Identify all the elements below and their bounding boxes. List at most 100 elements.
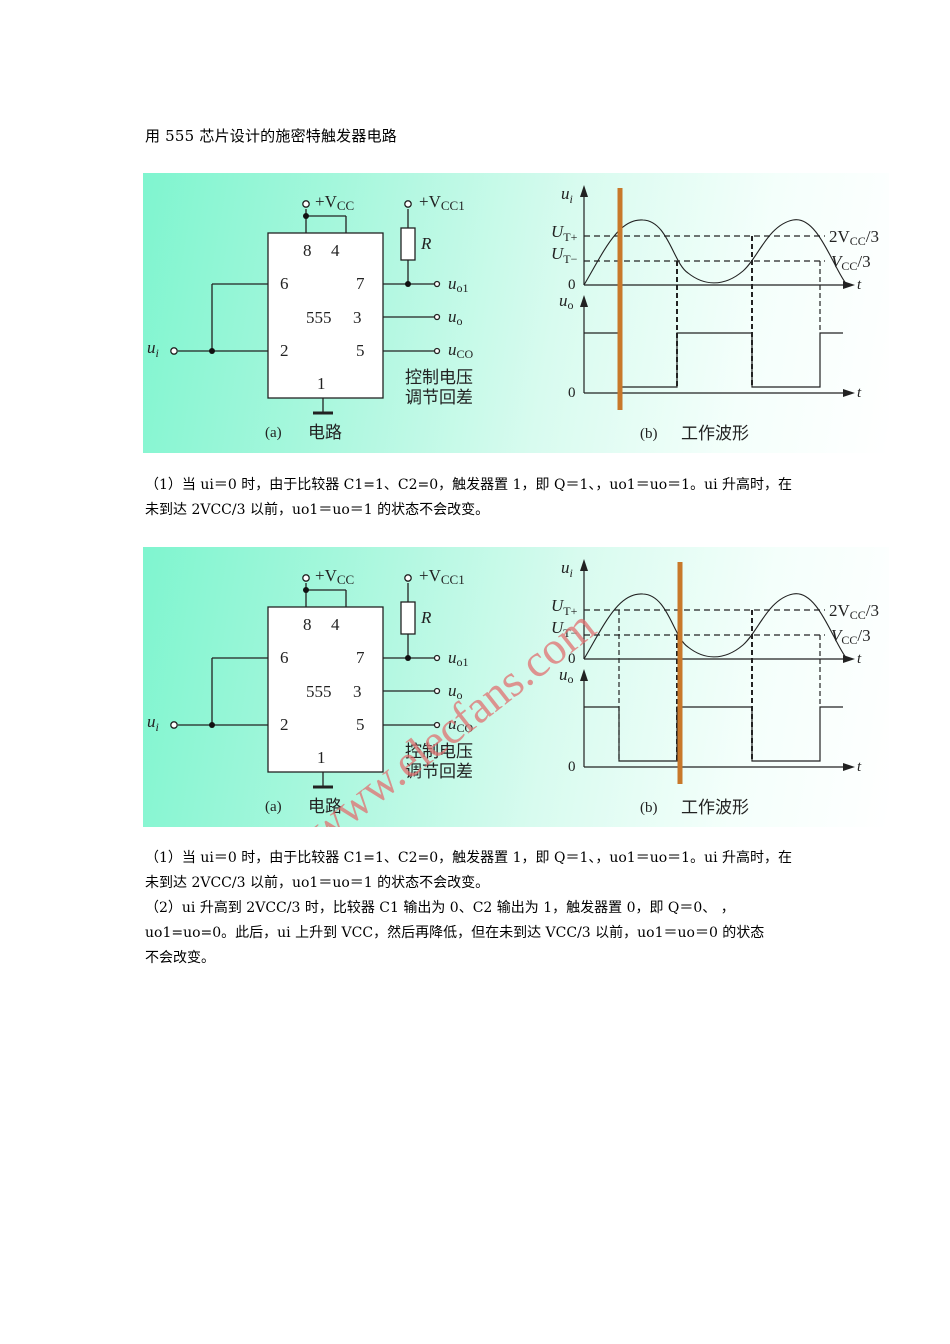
vcc-terminal — [302, 574, 310, 582]
svg-text:调节回差: 调节回差 — [405, 388, 473, 408]
waveform-plot — [580, 185, 855, 397]
junction-dot — [303, 213, 309, 219]
svg-text:555: 555 — [306, 682, 332, 701]
svg-text:6: 6 — [280, 648, 289, 667]
paragraph-line: 未到达 2VCC/3 以前，uo1＝uo＝1 的状态不会改变。 — [145, 502, 490, 518]
uo-waveform — [584, 332, 843, 388]
svg-text:4: 4 — [331, 615, 340, 634]
svg-text:t: t — [857, 277, 862, 293]
svg-text:555: 555 — [306, 308, 332, 327]
waveform-labels: ui UT+ UT− 0 t 2VCC/3 VCC/3 uo 0 t (b) 工… — [551, 558, 879, 818]
time-marker-bar — [617, 188, 623, 410]
svg-text:(a): (a) — [265, 425, 282, 441]
svg-text:0: 0 — [568, 759, 576, 775]
paragraph-line: 不会改变。 — [145, 950, 215, 966]
svg-text:uCO: uCO — [448, 714, 474, 735]
svg-text:ui: ui — [147, 712, 159, 734]
chip-555-box — [267, 606, 384, 773]
waveform-plot — [580, 559, 855, 771]
svg-text:8: 8 — [303, 615, 312, 634]
svg-text:VCC/3: VCC/3 — [831, 626, 871, 647]
schmitt-trigger-figure: 8 4 6 7 555 3 2 5 1 +VCC +VCC1 R ui uo1 … — [147, 558, 879, 827]
svg-text:(a): (a) — [265, 799, 282, 815]
junction-dot — [303, 587, 309, 593]
svg-text:t: t — [857, 385, 862, 401]
svg-text:ui: ui — [561, 558, 573, 580]
svg-text:+VCC: +VCC — [315, 192, 354, 213]
uco-terminal — [433, 347, 441, 355]
ui-terminal — [170, 347, 178, 355]
svg-text:ui: ui — [561, 184, 573, 206]
uo-terminal — [433, 313, 441, 321]
paragraph-line: uo1=uo=0。此后，ui 上升到 VCC，然后再降低，但在未到达 VCC/3… — [145, 925, 765, 941]
svg-text:调节回差: 调节回差 — [405, 762, 473, 782]
svg-text:控制电压: 控制电压 — [405, 368, 473, 388]
resistor-icon — [400, 601, 416, 635]
svg-text:2: 2 — [280, 341, 289, 360]
circuit-diagram — [170, 200, 441, 415]
svg-text:uo: uo — [448, 681, 463, 702]
svg-text:uo1: uo1 — [448, 648, 469, 669]
svg-text:UT−: UT− — [551, 244, 578, 266]
uo1-terminal — [433, 654, 441, 662]
svg-text:ui: ui — [147, 338, 159, 360]
svg-text:6: 6 — [280, 274, 289, 293]
svg-text:3: 3 — [353, 308, 362, 327]
svg-text:VCC/3: VCC/3 — [831, 252, 871, 273]
svg-text:1: 1 — [317, 374, 326, 393]
svg-text:R: R — [420, 608, 432, 627]
svg-text:0: 0 — [568, 651, 576, 667]
svg-text:t: t — [857, 651, 862, 667]
chip-555-box — [267, 232, 384, 399]
svg-text:电路: 电路 — [308, 797, 342, 817]
uo-waveform — [584, 706, 843, 762]
vcc1-terminal — [404, 574, 412, 582]
uo1-terminal — [433, 280, 441, 288]
svg-text:5: 5 — [356, 341, 365, 360]
document-title: 用 555 芯片设计的施密特触发器电路 — [145, 127, 397, 145]
paragraph-line: 未到达 2VCC/3 以前，uo1＝uo＝1 的状态不会改变。 — [145, 875, 490, 891]
svg-text:uo: uo — [448, 307, 463, 328]
svg-text:+VCC: +VCC — [315, 566, 354, 587]
waveform-labels: ui UT+ UT− 0 t 2VCC/3 VCC/3 uo 0 t (b) 工… — [551, 184, 879, 444]
svg-text:1: 1 — [317, 748, 326, 767]
svg-text:uCO: uCO — [448, 340, 474, 361]
paragraph-1: （1）当 ui＝0 时，由于比较器 C1=1、C2=0，触发器置 1，即 Q＝1… — [145, 473, 815, 523]
paragraph-line: （1）当 ui＝0 时，由于比较器 C1=1、C2=0，触发器置 1，即 Q＝1… — [145, 850, 793, 866]
svg-text:0: 0 — [568, 385, 576, 401]
svg-text:(b): (b) — [640, 426, 658, 442]
time-marker-bar — [677, 562, 683, 784]
svg-text:uo: uo — [559, 665, 574, 686]
circuit-diagram — [170, 574, 441, 789]
uco-terminal — [433, 721, 441, 729]
svg-text:(b): (b) — [640, 800, 658, 816]
paragraph-line: （1）当 ui＝0 时，由于比较器 C1=1、C2=0，触发器置 1，即 Q＝1… — [145, 477, 793, 493]
circuit-labels: 8 4 6 7 555 3 2 5 1 +VCC +VCC1 R ui uo1 … — [147, 192, 474, 443]
resistor-icon — [400, 227, 416, 261]
svg-text:+VCC1: +VCC1 — [419, 192, 465, 213]
svg-text:5: 5 — [356, 715, 365, 734]
svg-text:R: R — [420, 234, 432, 253]
svg-text:电路: 电路 — [308, 423, 342, 443]
figure-2: 8 4 6 7 555 3 2 5 1 +VCC +VCC1 R ui uo1 … — [143, 547, 889, 827]
ui-waveform — [583, 219, 848, 286]
svg-text:uo: uo — [559, 291, 574, 312]
svg-text:t: t — [857, 759, 862, 775]
svg-text:3: 3 — [353, 682, 362, 701]
svg-text:7: 7 — [356, 648, 365, 667]
svg-text:2VCC/3: 2VCC/3 — [829, 601, 879, 622]
paragraph-2: （1）当 ui＝0 时，由于比较器 C1=1、C2=0，触发器置 1，即 Q＝1… — [145, 846, 815, 971]
ui-waveform — [583, 593, 848, 660]
svg-text:UT−: UT− — [551, 618, 578, 640]
svg-text:7: 7 — [356, 274, 365, 293]
svg-text:2: 2 — [280, 715, 289, 734]
svg-text:8: 8 — [303, 241, 312, 260]
ui-terminal — [170, 721, 178, 729]
svg-text:UT+: UT+ — [551, 596, 578, 618]
uo-terminal — [433, 687, 441, 695]
svg-text:工作波形: 工作波形 — [681, 798, 749, 818]
svg-text:UT+: UT+ — [551, 222, 578, 244]
svg-text:2VCC/3: 2VCC/3 — [829, 227, 879, 248]
circuit-labels: 8 4 6 7 555 3 2 5 1 +VCC +VCC1 R ui uo1 … — [147, 566, 474, 817]
vcc-terminal — [302, 200, 310, 208]
